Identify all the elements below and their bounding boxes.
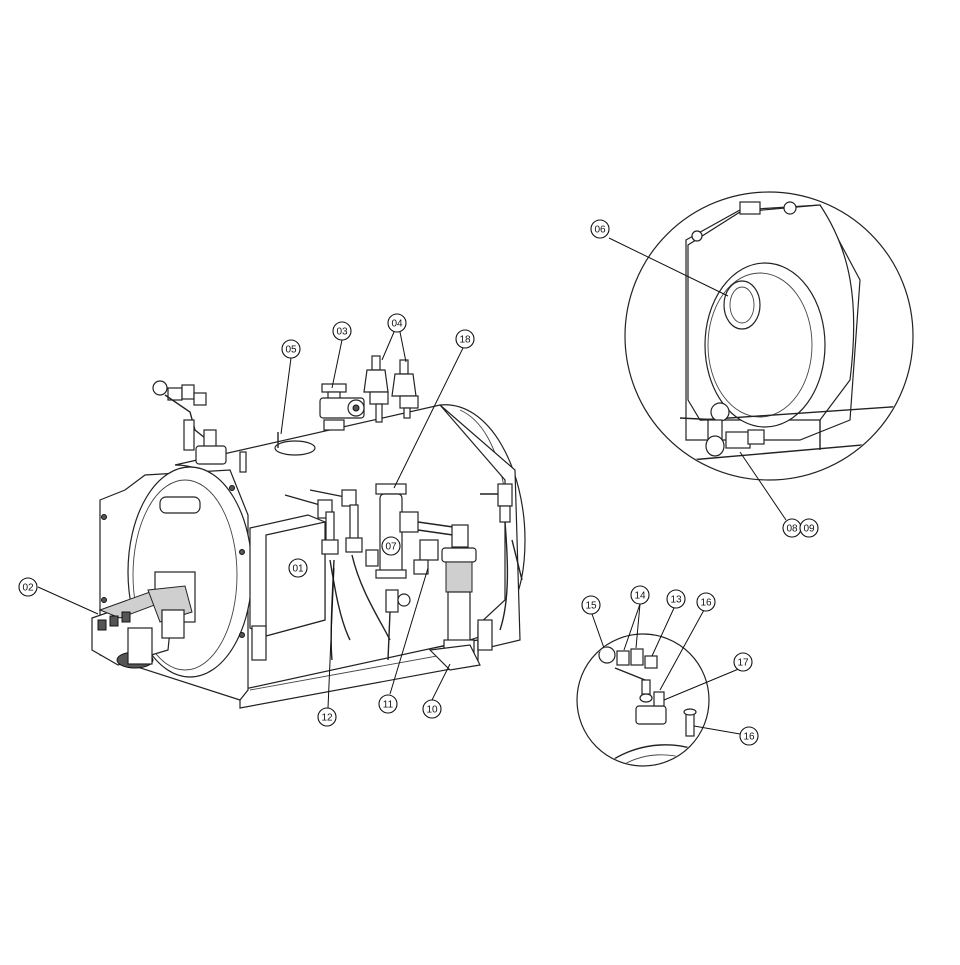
leader-lines	[37, 237, 787, 735]
callout-07: 07	[381, 536, 401, 556]
callout-label-02: 02	[22, 583, 34, 594]
feed-pump	[399, 511, 493, 671]
detail-view-rear	[624, 191, 914, 481]
callout-02: 02	[18, 577, 38, 597]
callout-15: 15	[581, 595, 601, 615]
callout-label-10: 10	[426, 705, 438, 716]
callout-03: 03	[332, 321, 352, 341]
callout-09: 09	[799, 518, 819, 538]
callout-06: 06	[590, 219, 610, 239]
main-boiler	[91, 355, 526, 709]
callout-label-01: 01	[292, 564, 304, 575]
callout-16-lower: 16	[739, 726, 759, 746]
main-steam-valve	[319, 383, 365, 431]
callout-label-14: 14	[634, 591, 646, 602]
callout-10: 10	[422, 699, 442, 719]
callout-label-16-lower: 16	[743, 732, 755, 743]
detail-view-level-controls	[576, 633, 710, 767]
callout-label-09: 09	[803, 524, 815, 535]
callout-label-03: 03	[336, 327, 348, 338]
callout-label-13: 13	[670, 595, 682, 606]
callout-label-06: 06	[594, 225, 606, 236]
callout-11: 11	[378, 694, 398, 714]
callout-01: 01	[288, 558, 308, 578]
safety-valves	[363, 355, 419, 423]
rear-fittings	[480, 483, 523, 631]
callout-17: 17	[733, 652, 753, 672]
callout-label-11: 11	[383, 700, 394, 711]
callout-13: 13	[666, 589, 686, 609]
callout-14: 14	[630, 585, 650, 605]
callout-16-upper: 16	[696, 592, 716, 612]
callout-label-08: 08	[786, 524, 798, 535]
top-manhole	[274, 440, 316, 456]
callout-label-15: 15	[585, 601, 597, 612]
callout-04: 04	[387, 313, 407, 333]
callout-18: 18	[455, 329, 475, 349]
callout-05: 05	[281, 339, 301, 359]
callout-label-18: 18	[459, 335, 471, 346]
callout-label-04: 04	[391, 319, 403, 330]
filter-vessel	[365, 483, 411, 661]
callout-label-17: 17	[737, 658, 749, 669]
callout-label-12: 12	[321, 713, 333, 724]
callout-label-05: 05	[285, 345, 297, 356]
callout-08: 08	[782, 518, 802, 538]
callout-label-16-upper: 16	[700, 598, 712, 609]
level-controls-left	[152, 380, 227, 465]
burner	[91, 585, 193, 669]
callout-label-07: 07	[385, 542, 397, 553]
callout-12: 12	[317, 707, 337, 727]
